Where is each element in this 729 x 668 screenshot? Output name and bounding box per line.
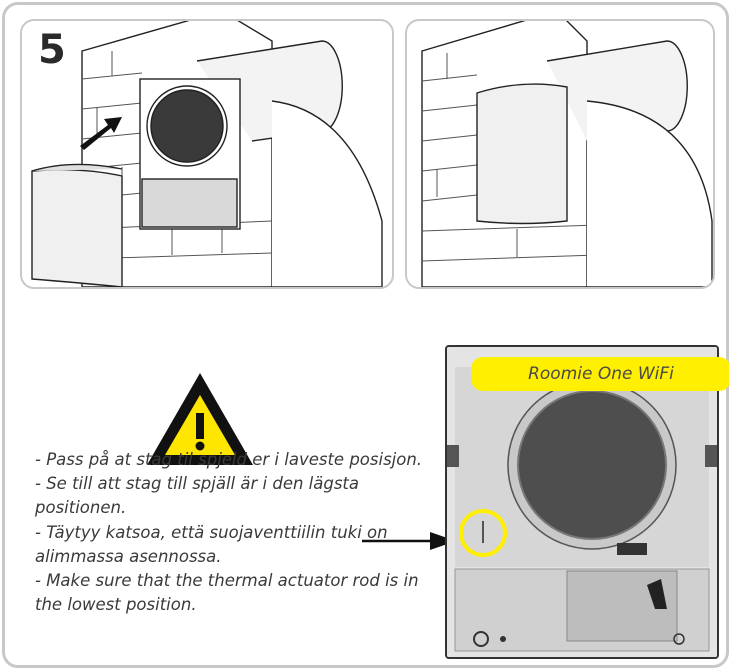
illustration-panel-installed: [405, 19, 715, 289]
arrow-right-icon: [362, 532, 456, 550]
illustration-installed-cover: [421, 21, 713, 287]
instruction-notes: - Pass på at stag til spjeld er i lavest…: [35, 448, 445, 617]
label-highlight: [471, 357, 729, 391]
illustration-insert-cover: [31, 21, 383, 287]
warning-triangle-icon: [147, 373, 253, 465]
product-photo-panel: [445, 345, 719, 659]
note-swedish: - Se till att stag till spjäll är i den …: [35, 474, 360, 518]
note-finnish: - Täytyy katsoa, että suojaventtiilin tu…: [35, 522, 388, 566]
illustration-panel-insert: 5: [20, 19, 394, 289]
product-label: Roomie One WiFi: [528, 364, 674, 384]
product-front-photo: [447, 347, 717, 657]
note-english: - Make sure that the thermal actuator ro…: [35, 571, 419, 615]
step-number: 5: [38, 27, 66, 73]
note-norwegian: - Pass på at stag til spjeld er i lavest…: [35, 450, 423, 469]
